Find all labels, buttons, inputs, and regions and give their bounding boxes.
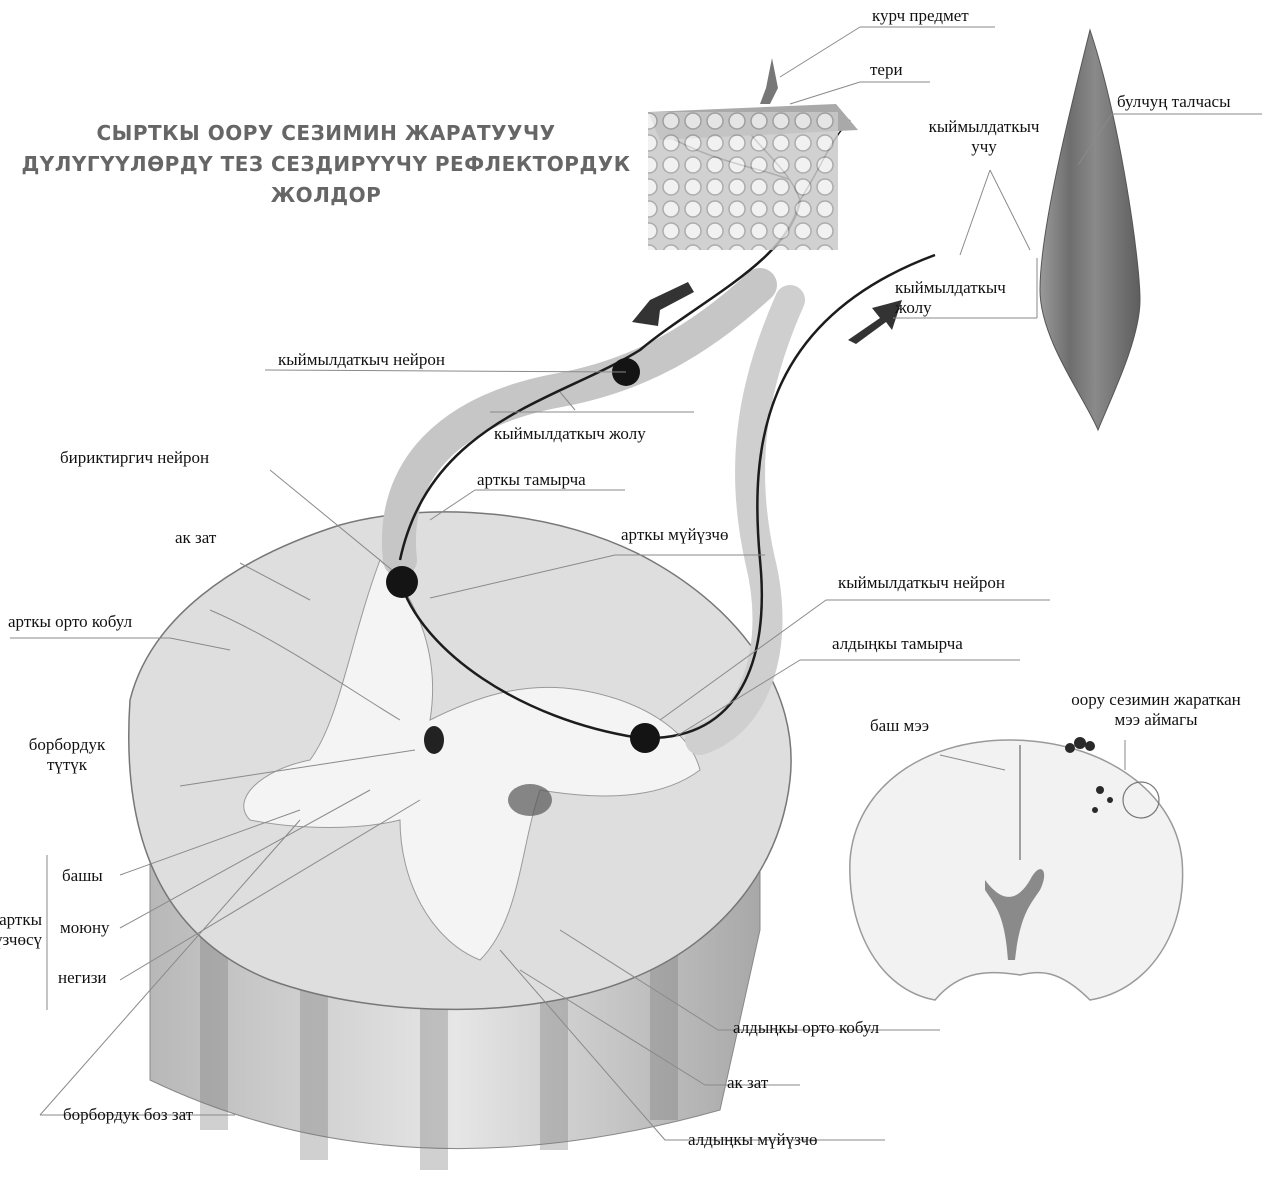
label-pain-area: оору сезимин жараткан мээ аймагы	[1043, 690, 1269, 730]
label-dorsal-horn: арткы мүйүзчө	[621, 525, 728, 545]
label-interneuron: бириктиргич нейрон	[60, 448, 209, 468]
label-head: башы	[62, 866, 103, 886]
motor-neuron-lower-cell	[630, 723, 660, 753]
brain-outline	[850, 740, 1183, 1000]
label-dorsal-median: арткы орто кобул	[8, 612, 132, 632]
label-pain-area-line-1: оору сезимин жараткан	[1043, 690, 1269, 710]
label-central-canal: борбордук түтүк	[2, 735, 132, 775]
label-motor-path-mid: кыймылдаткыч жолу	[494, 424, 646, 444]
ventral-fissure-shadow	[508, 784, 552, 816]
label-motor-ending: кыймылдаткыч учу	[925, 117, 1043, 157]
label-dorsal-horn-group: арткы мүйүзчөсү	[0, 910, 42, 950]
interneuron-cell	[386, 566, 418, 598]
label-ventral-horn: алдыңкы мүйүзчө	[688, 1130, 818, 1150]
arrow-right-icon	[848, 300, 902, 344]
spinal-cord	[129, 512, 791, 1170]
central-canal	[424, 726, 444, 754]
label-central-canal-line-2: түтүк	[2, 755, 132, 775]
label-sharp-object: курч предмет	[872, 6, 969, 26]
label-white-matter-bottom: ак зат	[727, 1073, 768, 1093]
label-motor-neuron-lower: кыймылдаткыч нейрон	[838, 573, 1005, 593]
label-brain: баш мээ	[870, 716, 929, 736]
brain-section	[850, 737, 1183, 1000]
label-central-canal-line-1: борбордук	[2, 735, 132, 755]
label-motor-path-right-line-2: жолу	[895, 298, 1006, 318]
label-dorsal-horn-group-line-2: мүйүзчөсү	[0, 930, 42, 950]
label-motor-path-right-line-1: кыймылдаткыч	[895, 278, 1006, 298]
diagram-title: СЫРТКЫ ООРУ СЕЗИМИН ЖАРАТУУЧУ ДҮЛҮГҮҮЛӨР…	[0, 118, 652, 211]
arrow-left-icon	[632, 282, 694, 326]
skin-block	[648, 58, 858, 250]
label-central-gray: борбордук боз зат	[63, 1105, 193, 1125]
title-line-1: СЫРТКЫ ООРУ СЕЗИМИН ЖАРАТУУЧУ	[0, 118, 652, 149]
label-motor-neuron-top: кыймылдаткыч нейрон	[278, 350, 445, 370]
label-pain-area-line-2: мээ аймагы	[1043, 710, 1269, 730]
label-neck: моюну	[60, 918, 110, 938]
label-motor-ending-line-2: учу	[925, 137, 1043, 157]
label-base: негизи	[58, 968, 107, 988]
label-skin: тери	[870, 60, 903, 80]
label-motor-ending-line-1: кыймылдаткыч	[925, 117, 1043, 137]
label-white-matter-top: ак зат	[175, 528, 216, 548]
label-motor-path-right: кыймылдаткыч жолу	[895, 278, 1006, 318]
sharp-object-icon	[760, 58, 778, 104]
title-line-3: ЖОЛДОР	[0, 180, 652, 211]
muscle-icon	[1040, 30, 1140, 430]
label-dorsal-root: арткы тамырча	[477, 470, 586, 490]
label-muscle-fiber: булчуң талчасы	[1117, 92, 1231, 112]
skin-front-face	[648, 112, 838, 250]
label-ventral-root: алдыңкы тамырча	[832, 634, 963, 654]
label-ventral-median: алдыңкы орто кобул	[733, 1018, 879, 1038]
label-dorsal-horn-group-line-1: арткы	[0, 910, 42, 930]
title-line-2: ДҮЛҮГҮҮЛӨРДҮ ТЕЗ СЕЗДИРҮҮЧҮ РЕФЛЕКТОРДУК	[0, 149, 652, 180]
